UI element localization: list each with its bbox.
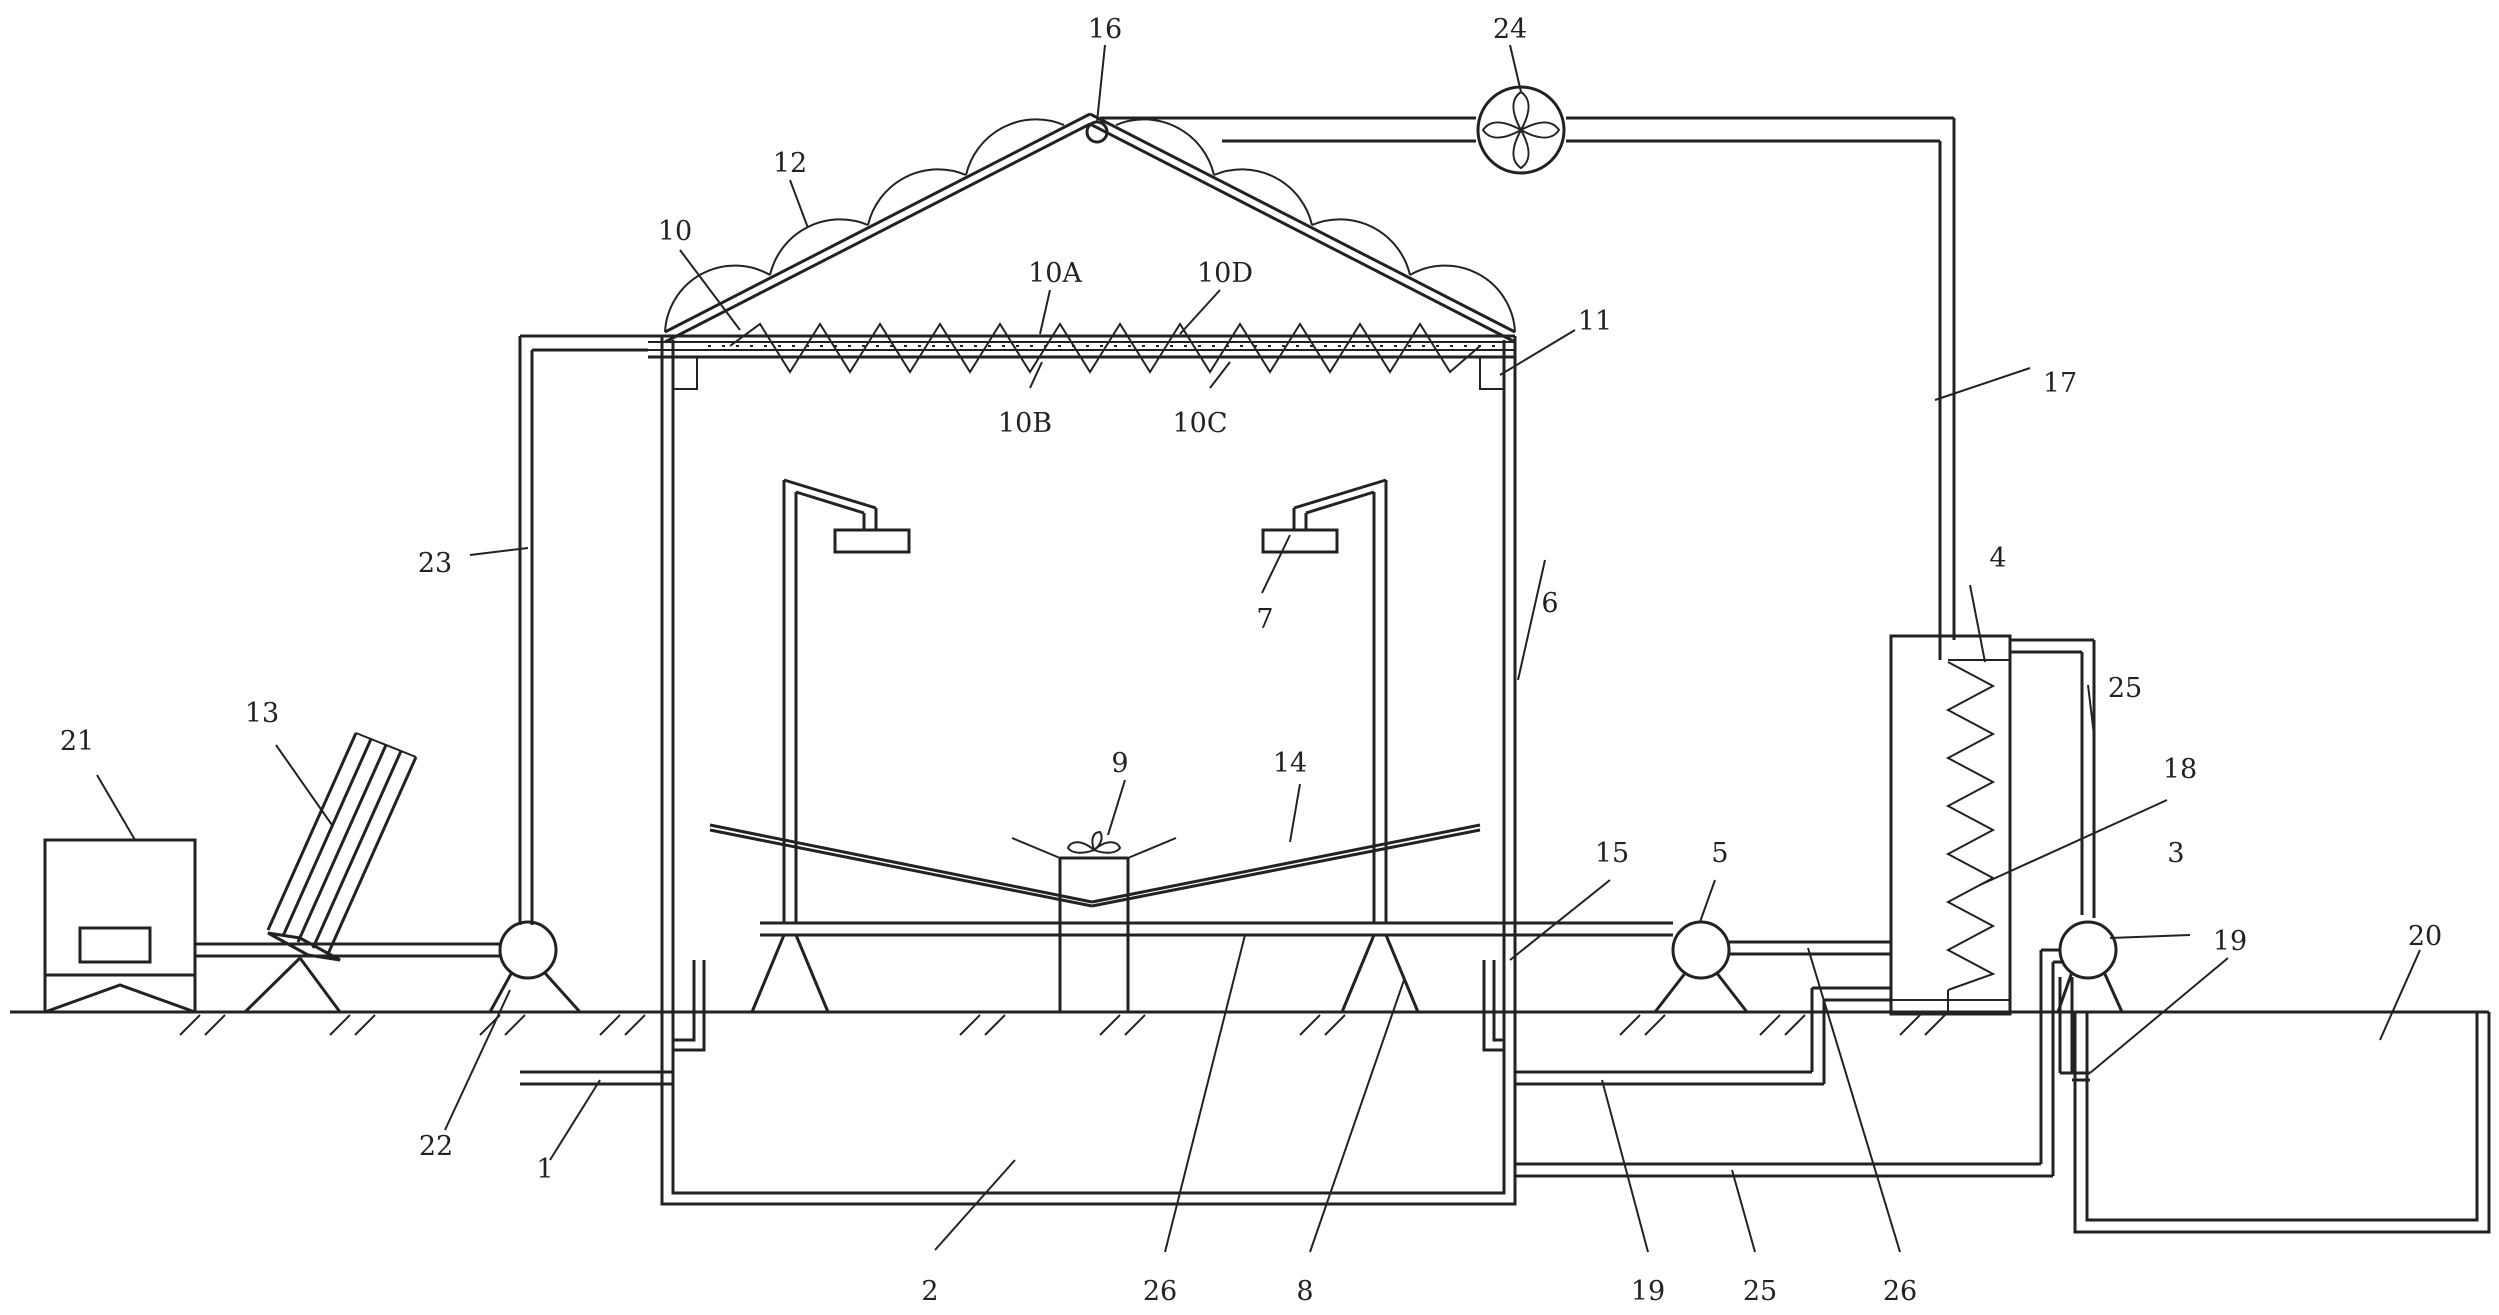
labels: 24 16 12 10 10A 10D 10B 10C 11 17 6 23 4… — [60, 14, 2442, 1307]
overflow-hooks — [673, 960, 1504, 1052]
collector — [648, 322, 1515, 374]
reservoir — [2073, 1012, 2491, 1234]
boiler — [43, 838, 197, 1014]
label-11: 11 — [1578, 306, 1612, 337]
pipe-19 — [1515, 986, 1891, 1086]
label-4: 4 — [1989, 543, 2006, 574]
label-10b: 10B — [998, 408, 1052, 439]
label-15: 15 — [1595, 838, 1629, 869]
underground-tank — [660, 1010, 1517, 1206]
dome-covers — [664, 118, 1516, 333]
inlet-pipe — [520, 1070, 673, 1086]
chamber-walls — [660, 336, 1517, 1012]
label-10c: 10C — [1172, 408, 1227, 439]
label-13: 13 — [245, 698, 279, 729]
label-8: 8 — [1296, 1276, 1313, 1307]
center-rotor — [1011, 830, 1177, 1012]
boiler-pipe — [195, 942, 500, 958]
label-23: 23 — [418, 548, 452, 579]
pipe-26 — [760, 921, 1891, 956]
label-25-bottom: 25 — [1743, 1276, 1777, 1307]
pipe-25 — [1515, 638, 2096, 1178]
label-10a: 10A — [1028, 258, 1082, 289]
label-17: 17 — [2043, 368, 2077, 399]
pump-22 — [488, 920, 582, 1014]
label-6: 6 — [1541, 588, 1558, 619]
top-pipe — [1100, 116, 1956, 660]
label-21: 21 — [60, 726, 94, 757]
label-3: 3 — [2167, 838, 2184, 869]
ground — [10, 1010, 2489, 1036]
leader-lines — [96, 44, 2421, 1253]
label-19-right: 19 — [2213, 926, 2247, 957]
label-10d: 10D — [1197, 258, 1253, 289]
label-12: 12 — [773, 148, 807, 179]
label-1: 1 — [536, 1154, 553, 1185]
label-9: 9 — [1111, 748, 1128, 779]
heat-exchanger — [1889, 634, 2012, 1016]
label-26-left: 26 — [1143, 1276, 1177, 1307]
label-14: 14 — [1273, 748, 1307, 779]
label-16: 16 — [1088, 14, 1122, 45]
pipe-23 — [518, 334, 648, 925]
label-19-bottom: 19 — [1631, 1276, 1665, 1307]
label-24: 24 — [1493, 14, 1527, 45]
label-20: 20 — [2408, 921, 2442, 952]
label-2: 2 — [921, 1276, 938, 1307]
pump-3 — [2056, 920, 2124, 1013]
roof — [664, 112, 1516, 344]
fan — [1476, 85, 1566, 175]
riser-feet — [750, 934, 1420, 1013]
label-5: 5 — [1711, 838, 1728, 869]
label-18: 18 — [2163, 754, 2197, 785]
label-10: 10 — [658, 216, 692, 247]
funnel-plate — [709, 823, 1481, 908]
label-25-top: 25 — [2108, 673, 2142, 704]
label-22: 22 — [419, 1131, 453, 1162]
collector-supports — [672, 356, 1505, 390]
solar-tubes — [243, 732, 418, 1014]
label-7: 7 — [1256, 604, 1273, 635]
label-26-right: 26 — [1883, 1276, 1917, 1307]
